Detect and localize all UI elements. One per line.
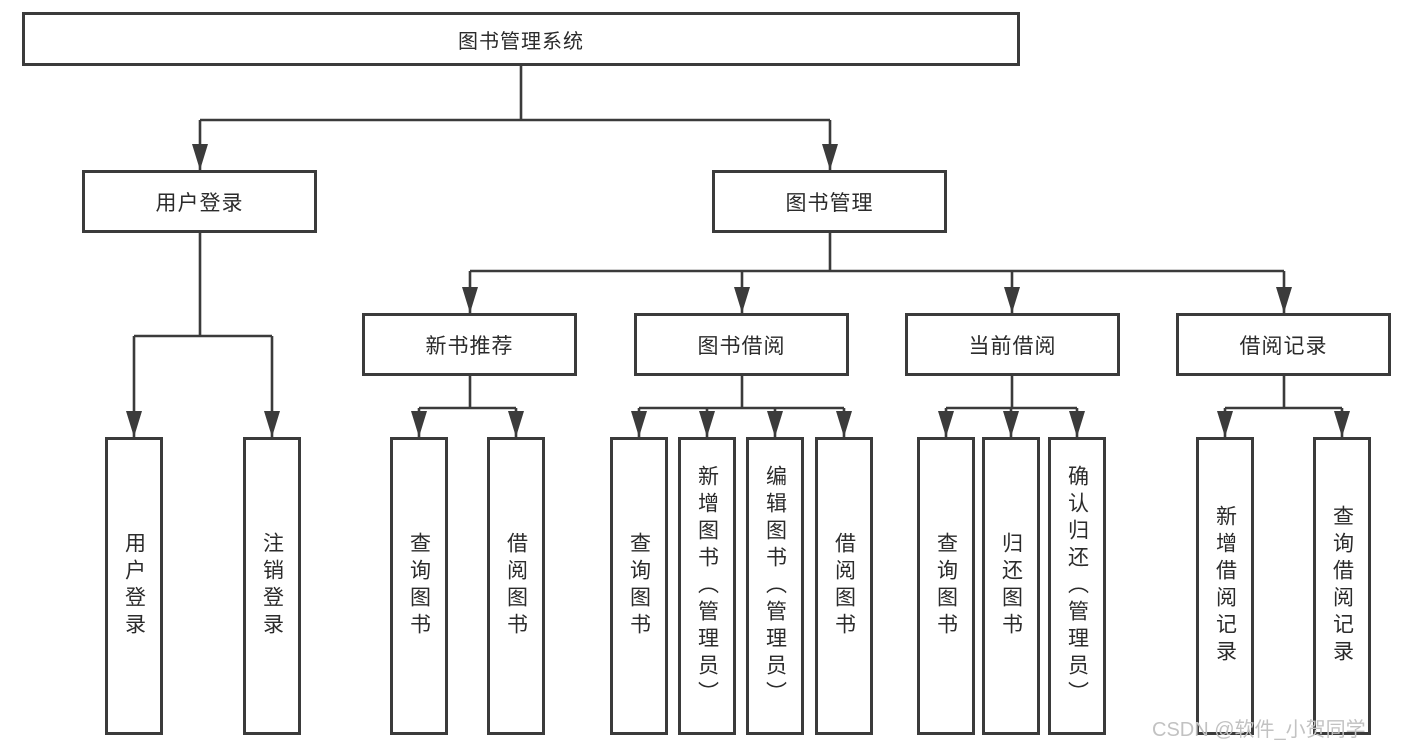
node-label: 用户登录 — [155, 191, 244, 215]
leaf-query-books-borrowing: 查询图书 — [610, 437, 668, 735]
node-label: 借阅图书 — [832, 532, 856, 640]
leaf-query-books-recommend: 查询图书 — [390, 437, 448, 735]
node-label: 图书管理 — [785, 191, 874, 215]
node-label: 当前借阅 — [968, 334, 1057, 358]
node-label: 新增借阅记录 — [1213, 505, 1237, 667]
node-label: 借阅记录 — [1239, 334, 1328, 358]
node-label: 编辑图书（管理员） — [763, 464, 787, 708]
node-label: 查询借阅记录 — [1330, 505, 1354, 667]
node-book-management-branch: 图书管理 — [712, 170, 947, 233]
node-label: 归还图书 — [999, 532, 1023, 640]
csdn-watermark: CSDN @软件_小贺同学 — [1152, 719, 1366, 741]
leaf-borrow-books-recommend: 借阅图书 — [487, 437, 545, 735]
node-label: 用户登录 — [122, 532, 146, 640]
node-label: 注销登录 — [260, 532, 284, 640]
node-label: 图书管理系统 — [458, 30, 584, 53]
node-label: 查询图书 — [627, 532, 651, 640]
arrowheads — [126, 144, 1350, 437]
node-label: 新增图书（管理员） — [695, 464, 719, 708]
leaf-logout: 注销登录 — [243, 437, 301, 735]
node-label: 查询图书 — [934, 532, 958, 640]
node-current-borrowing: 当前借阅 — [905, 313, 1120, 376]
leaf-add-book-admin: 新增图书（管理员） — [678, 437, 736, 735]
leaf-return-book: 归还图书 — [982, 437, 1040, 735]
node-library-management-system: 图书管理系统 — [22, 12, 1020, 66]
node-label: 图书借阅 — [697, 334, 786, 358]
leaf-add-borrow-record: 新增借阅记录 — [1196, 437, 1254, 735]
node-label: 查询图书 — [407, 532, 431, 640]
node-label: 新书推荐 — [425, 334, 514, 358]
tree-edges — [132, 66, 1344, 437]
node-new-book-recommendation: 新书推荐 — [362, 313, 577, 376]
leaf-query-borrow-record: 查询借阅记录 — [1313, 437, 1371, 735]
leaf-user-login: 用户登录 — [105, 437, 163, 735]
node-label: 借阅图书 — [504, 532, 528, 640]
node-borrowing-records: 借阅记录 — [1176, 313, 1391, 376]
leaf-confirm-return-admin: 确认归还（管理员） — [1048, 437, 1106, 735]
leaf-query-books-current: 查询图书 — [917, 437, 975, 735]
node-user-login-branch: 用户登录 — [82, 170, 317, 233]
leaf-edit-book-admin: 编辑图书（管理员） — [746, 437, 804, 735]
node-book-borrowing: 图书借阅 — [634, 313, 849, 376]
node-label: 确认归还（管理员） — [1065, 464, 1089, 708]
leaf-borrow-books-borrowing: 借阅图书 — [815, 437, 873, 735]
